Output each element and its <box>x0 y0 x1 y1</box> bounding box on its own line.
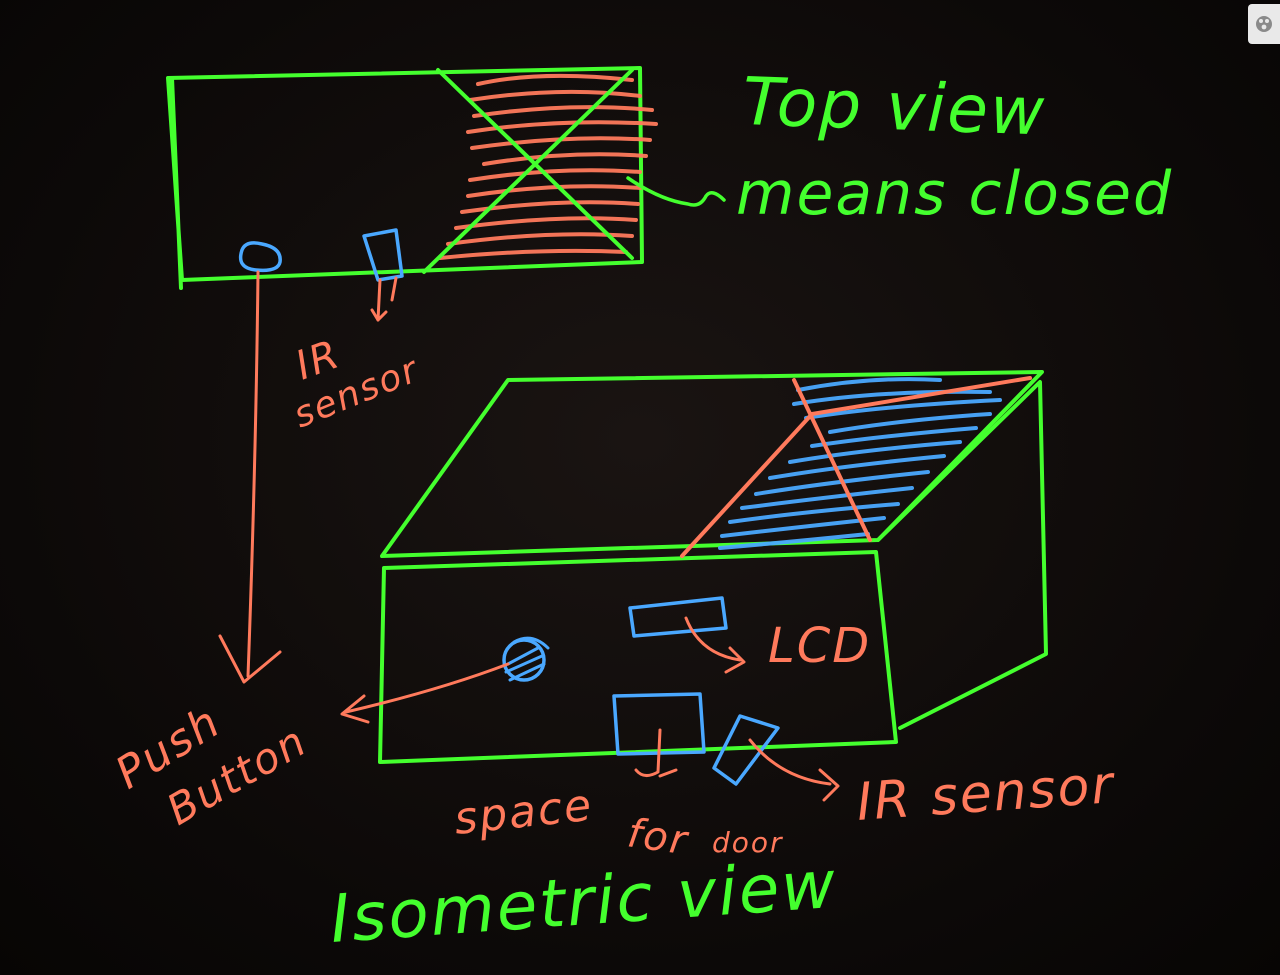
iso-right-face <box>876 380 1048 730</box>
iso-push-button <box>502 636 550 682</box>
space-label: space <box>452 780 596 845</box>
ir-sensor-front-label: IR sensor <box>855 755 1118 833</box>
isometric-view-label: Isometric view <box>328 846 840 958</box>
top-view-push-button <box>238 241 282 273</box>
lcd-label: LCD <box>768 618 871 674</box>
push-button-connector <box>218 270 282 684</box>
paint-palette-icon[interactable] <box>1248 4 1280 44</box>
lcd-connector <box>684 616 746 674</box>
top-view-ir-sensor <box>362 228 404 282</box>
iso-push-button-connector <box>340 662 510 724</box>
connectors <box>218 270 840 802</box>
door-connector <box>634 728 678 778</box>
door-label: door <box>712 826 784 859</box>
top-view <box>166 66 658 290</box>
iso-lid-hatching <box>718 377 1002 550</box>
iso-top-face <box>380 370 1044 558</box>
iso-door-space <box>612 692 706 756</box>
iso-front-face <box>378 550 898 764</box>
isometric-box <box>378 370 1048 786</box>
top-view-label: Top view <box>741 63 1047 151</box>
iso-ir-sensor <box>712 714 780 786</box>
top-view-outline <box>166 66 644 290</box>
top-view-lid-hatching <box>438 73 658 260</box>
ir-sensor-top-connector <box>370 276 398 322</box>
iso-lid-diagonals <box>680 376 1032 558</box>
ir-sensor-front-connector <box>748 738 840 802</box>
paint-palette-glyph <box>1256 16 1272 32</box>
iso-lcd <box>628 596 728 638</box>
for-label: for <box>625 810 692 864</box>
means-closed-label: means closed <box>736 159 1173 229</box>
means-closed-bracket <box>626 176 726 207</box>
top-view-lid-diagonals <box>422 68 634 274</box>
